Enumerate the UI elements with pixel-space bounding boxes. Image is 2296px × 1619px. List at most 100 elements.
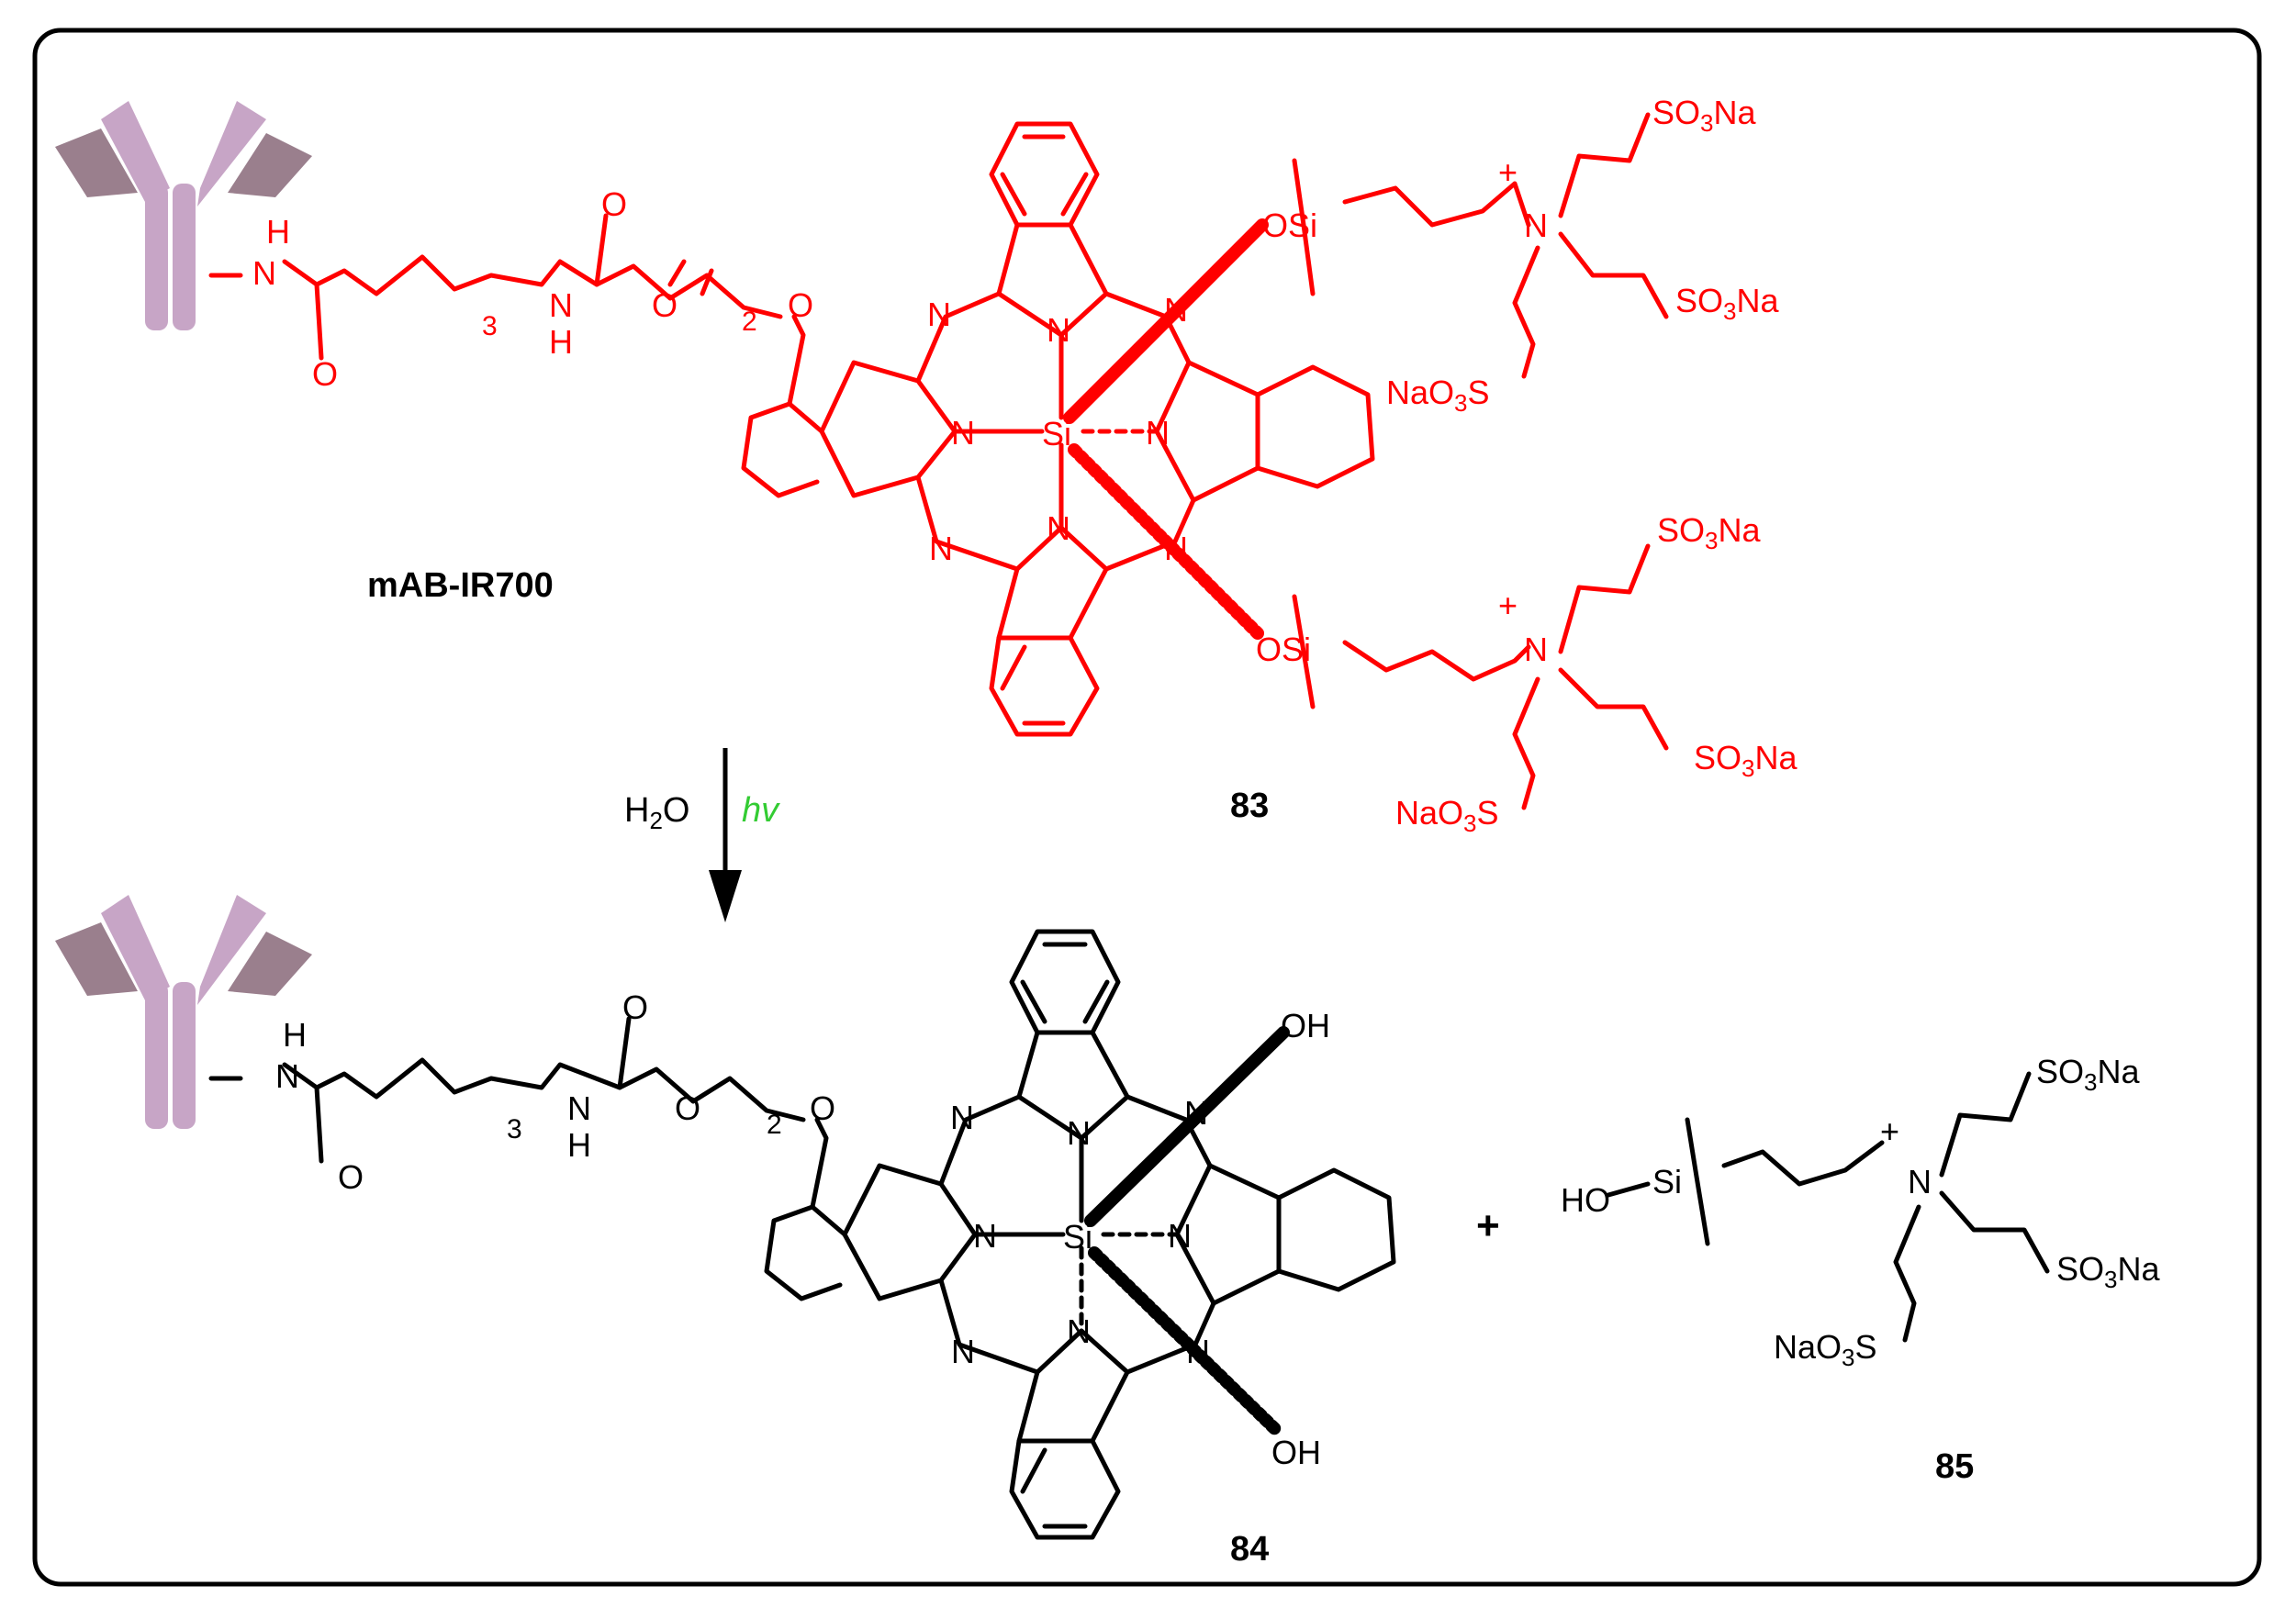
compound-85-atom-labels: HO Si N + SO3Na SO3Na NaO3S	[1561, 1053, 2160, 1371]
quat-n-top: N	[1524, 207, 1548, 244]
bottom-pyrrole	[996, 525, 1109, 641]
antibody-top-stem-left	[145, 184, 168, 330]
product-pc-n-3: N	[1184, 1094, 1208, 1132]
compound-84-atom-labels: N H O 3 N H O O 2 O N N N N N N N N Si O…	[275, 988, 1330, 1471]
compound-85-label: 85	[1935, 1447, 1974, 1486]
ether-o-label: O	[788, 286, 813, 324]
product-carbamate-o: O	[622, 988, 648, 1026]
conjugate-name-label: mAB-IR700	[367, 566, 554, 605]
antibody-bottom-fab-left	[55, 922, 138, 996]
sulfonate-top-3: NaO3S	[1386, 374, 1490, 417]
product-pc-n-5: N	[1168, 1217, 1192, 1255]
product-pc-n-6: N	[1067, 1312, 1091, 1350]
pc-n-6: N	[1047, 509, 1070, 547]
product-pc-n-8: N	[1186, 1333, 1210, 1370]
product-hydroxyl-top: OH	[1281, 1007, 1330, 1044]
compound-83-atom-labels: N H O 3 N H O O 2 O N N N N N N N N Si O…	[252, 94, 1798, 837]
compound-84-structure	[208, 929, 1396, 1540]
sulfonate-85-3: NaO3S	[1774, 1328, 1877, 1371]
compound-83-label: 83	[1230, 787, 1269, 825]
antibody-bottom-arm-left	[101, 895, 170, 1000]
sulfonate-bottom-3: NaO3S	[1395, 794, 1499, 837]
antibody-top-stem-right	[173, 184, 196, 330]
pc-si-label: Si	[1042, 415, 1071, 452]
silanol-ho-label: HO	[1561, 1181, 1610, 1219]
pc-n-1: N	[927, 296, 951, 333]
axial-osi-top: OSi	[1262, 207, 1317, 244]
carbamate-h-label: H	[549, 323, 573, 361]
amide-o-label: O	[312, 355, 338, 393]
product-amide-n: N	[275, 1057, 299, 1095]
left-benzo-ring	[741, 401, 824, 498]
charge-plus-top: +	[1498, 153, 1518, 191]
product-right-benzo-ring	[1276, 1167, 1396, 1292]
product-hydroxyl-bottom: OH	[1271, 1434, 1321, 1471]
subscript-3-label: 3	[482, 311, 498, 341]
bottom-benzo-ring	[989, 635, 1100, 737]
charge-plus-85: +	[1880, 1112, 1899, 1150]
product-pc-si: Si	[1063, 1218, 1092, 1256]
product-pc-n-4: N	[973, 1217, 997, 1255]
pc-n-4: N	[951, 414, 975, 452]
antibody-bottom	[55, 895, 312, 1129]
compound-83-structure	[208, 112, 1669, 810]
pc-n-7: N	[929, 530, 953, 567]
product-ether-o: O	[810, 1089, 835, 1127]
sulfonate-top-1: SO3Na	[1652, 94, 1756, 137]
product-bottom-benzo-ring	[1009, 1438, 1121, 1540]
figure-frame	[32, 28, 2262, 1587]
product-carbamate-h: H	[567, 1126, 591, 1164]
sulfonate-bottom-1: SO3Na	[1657, 511, 1761, 554]
silanol-si-label: Si	[1652, 1163, 1682, 1200]
reaction-arrow	[709, 748, 742, 922]
quat-n-bottom: N	[1524, 631, 1548, 668]
pc-n-5: N	[1146, 414, 1170, 452]
antibody-top	[55, 101, 312, 330]
product-pc-n-2: N	[1067, 1114, 1091, 1152]
product-amide-h: H	[283, 1016, 307, 1054]
product-carbamate-n: N	[567, 1089, 591, 1127]
antibody-bottom-stem-right	[173, 982, 196, 1129]
product-subscript-2: 2	[767, 1110, 782, 1140]
antibody-bottom-stem-left	[145, 982, 168, 1129]
amide-n-label: N	[252, 254, 276, 292]
right-pyrrole	[1154, 360, 1260, 503]
pc-n-8: N	[1164, 530, 1188, 567]
sulfonate-top-2: SO3Na	[1675, 282, 1779, 325]
product-subscript-3: 3	[507, 1114, 522, 1144]
product-left-benzo-ring	[764, 1204, 847, 1301]
product-pc-n-7: N	[951, 1333, 975, 1370]
ester-o-label: O	[652, 286, 678, 324]
reagent-light-label: hv	[742, 791, 780, 830]
product-bottom-pyrrole	[1016, 1328, 1130, 1444]
antibody-bottom-fab-right	[228, 932, 312, 996]
antibody-bottom-arm-right	[197, 895, 266, 1005]
antibody-top-arm-right	[197, 101, 266, 207]
pc-n-2: N	[1047, 311, 1070, 349]
amide-h-label: H	[266, 213, 290, 251]
sulfonate-bottom-2: SO3Na	[1694, 739, 1798, 782]
plus-sign: +	[1476, 1203, 1500, 1248]
subscript-2-label: 2	[742, 307, 757, 337]
product-ester-o: O	[675, 1089, 700, 1127]
sulfonate-85-2: SO3Na	[2056, 1250, 2160, 1293]
product-left-pyrrole	[842, 1163, 978, 1301]
product-right-pyrrole	[1174, 1163, 1282, 1306]
charge-plus-bottom: +	[1498, 586, 1518, 624]
carbamate-o-label: O	[601, 185, 627, 223]
left-pyrrole	[819, 360, 958, 498]
carbamate-n-label: N	[549, 286, 573, 324]
axial-osi-bottom: OSi	[1256, 631, 1311, 668]
sulfonate-85-1: SO3Na	[2036, 1053, 2140, 1096]
reagent-water-label: H2O	[624, 791, 689, 834]
compound-84-label: 84	[1230, 1530, 1269, 1569]
product-amide-o: O	[338, 1158, 364, 1196]
pc-n-3: N	[1164, 291, 1188, 329]
right-benzo-ring	[1255, 364, 1375, 489]
compound-85-structure	[1606, 1071, 2050, 1343]
product-pc-n-1: N	[950, 1099, 974, 1136]
antibody-top-arm-left	[101, 101, 170, 202]
antibody-top-fab-left	[55, 128, 138, 197]
